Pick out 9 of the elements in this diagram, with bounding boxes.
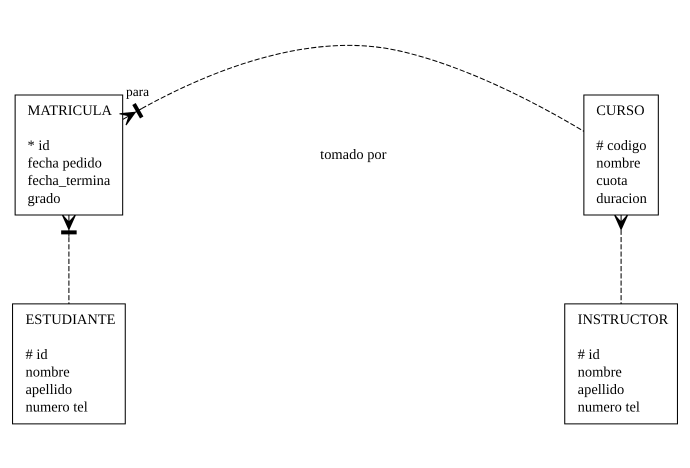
node-box: MATRICULA * id fecha pedido fecha_termina grado <box>14 94 124 215</box>
edge-label: para <box>126 84 150 99</box>
node-box: INSTRUCTOR # id nombre apellido numero tel <box>564 302 678 424</box>
node-box: CURSO # codigo nombre cuota duracion <box>583 94 659 215</box>
connector <box>119 44 584 132</box>
connector <box>61 214 77 304</box>
connector <box>614 214 628 304</box>
label: tomado por <box>320 146 386 162</box>
node-box: ESTUDIANTE # id nombre apellido numero tel <box>12 302 126 424</box>
